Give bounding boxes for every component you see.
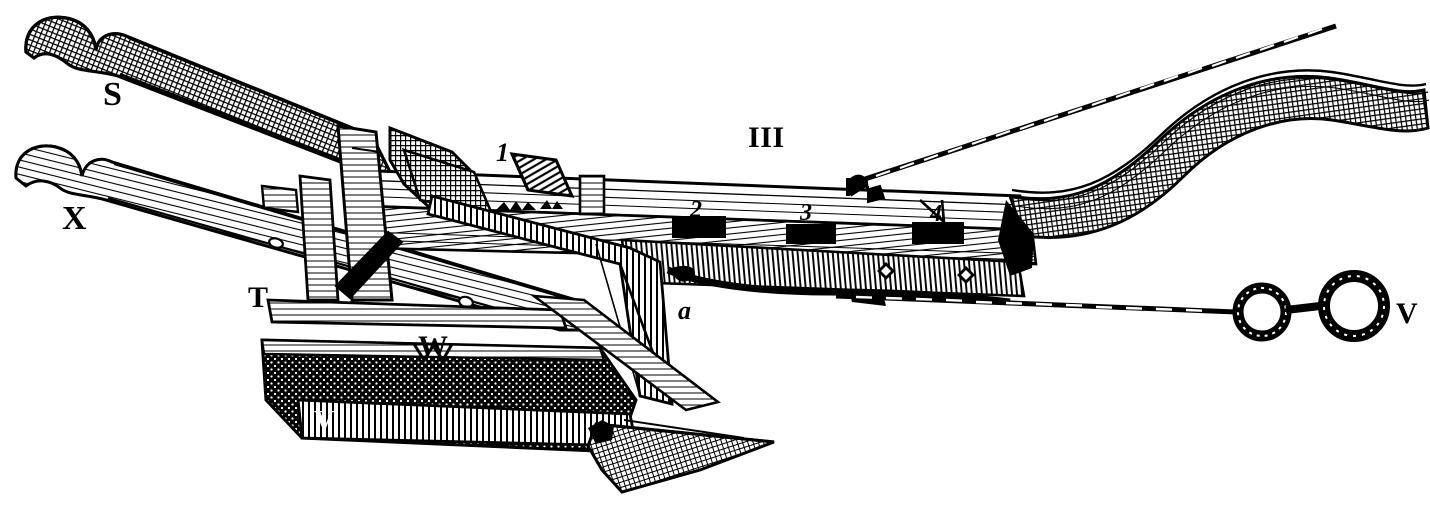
label-handle-upper-S: S (103, 76, 123, 113)
beam-mortise-4 (912, 222, 964, 244)
under-beam-strap (666, 266, 1011, 306)
draft-ring-inner (1232, 282, 1292, 342)
label-clevis-a: a (678, 296, 691, 325)
bolt-boss (877, 262, 895, 280)
label-figure-number: III (748, 121, 785, 154)
label-sole-V: V (314, 406, 335, 437)
beam-mortise-2 (672, 216, 726, 238)
clevis-hook-a (672, 265, 695, 282)
label-handle-lower-X: X (62, 200, 88, 237)
label-beam-hole-3: 3 (800, 200, 812, 226)
label-beam-hole-1: 1 (496, 138, 509, 167)
coulter-knife (509, 152, 606, 216)
handle-upper-S (24, 15, 395, 179)
beam-mortise-3 (786, 224, 836, 244)
standard-frame-T (260, 124, 568, 330)
beam-chain-hook (846, 174, 886, 204)
beam-staples (496, 200, 563, 210)
mortise-4-pin (919, 199, 946, 223)
bolt-boss (957, 266, 975, 284)
handle-peg-hole (268, 237, 284, 249)
label-standard-T: T (248, 281, 269, 314)
label-beam-hole-2: 2 (690, 197, 702, 223)
label-beam-hole-4: 4 (930, 201, 942, 227)
upper-chain (861, 23, 1337, 183)
coulter-wedge (578, 174, 606, 216)
label-mouldboard-W: W (418, 330, 449, 363)
label-draft-ring-V: V (1396, 297, 1419, 330)
draught-chain (835, 270, 1390, 342)
beam-curved-tail (998, 69, 1430, 276)
plough-share (586, 419, 775, 494)
draft-ring-outer (1318, 270, 1390, 342)
sheath-brace (426, 194, 721, 412)
